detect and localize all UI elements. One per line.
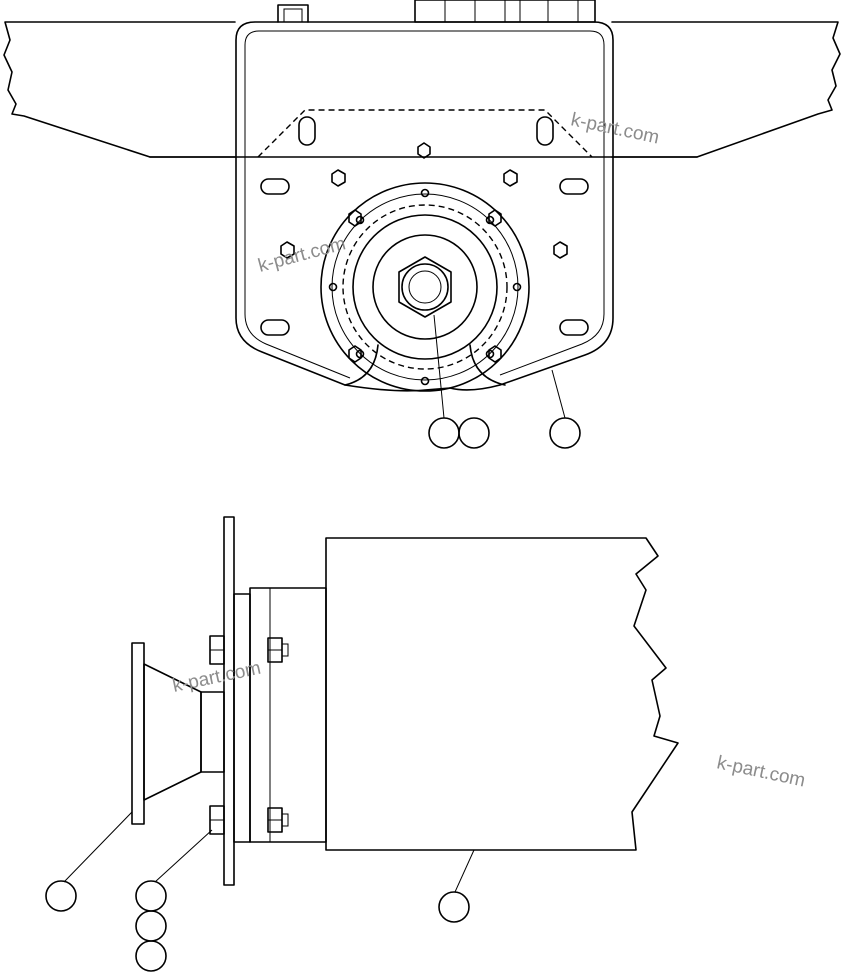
watermark-top-right: k-part.com [569,109,661,148]
bolt-hole [420,376,430,386]
slot-low-right [559,319,589,336]
leader-line [63,811,133,883]
left-bracket-arm [3,21,236,158]
slot-mid-left [260,178,290,195]
motor-body [325,537,679,851]
hidden-outline [257,109,593,158]
motor-hub [372,234,478,340]
hex-hole-far-right [553,241,568,259]
flange-bolt-lr [488,345,502,363]
callout-bubble [458,417,490,449]
mounting-plate-inner [244,30,605,376]
callout-bubble [135,880,167,912]
flange-bolt-holes [328,188,522,386]
motor-boss [352,214,498,360]
flange-bolt-ur [488,209,502,227]
leader-line [154,829,213,883]
leader-line [551,369,566,419]
watermark-top-left: k-part.com [256,233,348,277]
mounting-plate-outer [235,21,614,392]
coupling-disc [131,642,145,825]
cutout-right [469,344,506,386]
leader-line [454,849,475,893]
hex-hole-top [417,142,431,159]
hex-hole-right [503,169,518,187]
bolt-stud-lower [281,813,289,827]
callout-bubble [135,940,167,972]
top-tab-left-inner [283,8,303,22]
side-flange [233,593,251,843]
slot-upper-left [298,116,316,146]
motor-flange-outer [320,182,530,392]
slot-upper-right [536,116,554,146]
bolt-hole [420,188,430,198]
slot-low-left [260,319,290,336]
nut-bore [401,263,449,311]
callout-bubble [135,910,167,942]
hex-hole-left [331,169,346,187]
bolt-hole [485,349,495,359]
watermark-side-right: k-part.com [715,752,807,791]
cutout-left [344,344,379,386]
flange-bolt-ll [348,345,362,363]
callout-bubble [45,880,77,912]
top-tab-left [277,4,309,23]
callout-bubble [428,417,460,449]
motor-hidden-circle [342,204,508,370]
motor-flange-ring [331,193,519,381]
side-motor-collar [249,587,327,843]
callout-bubble [549,417,581,449]
mounting-plate-inner-left [244,45,351,379]
leader-line [433,314,445,419]
coupling-hub [200,691,225,773]
shaft-end [408,270,442,304]
bolt-hole [328,282,338,292]
side-mounting-plate [223,516,235,886]
flange-bolt-ul [348,209,362,227]
side-view [45,516,679,972]
slot-mid-right [559,178,589,195]
shaft-nut [398,256,452,318]
bolt-stud-upper [281,643,289,657]
top-view [3,0,841,449]
right-bracket-arm [611,21,841,158]
callout-bubble [438,891,470,923]
bolt-hole [512,282,522,292]
hex-hole-far-left [280,241,295,259]
bolt-hole [355,349,365,359]
